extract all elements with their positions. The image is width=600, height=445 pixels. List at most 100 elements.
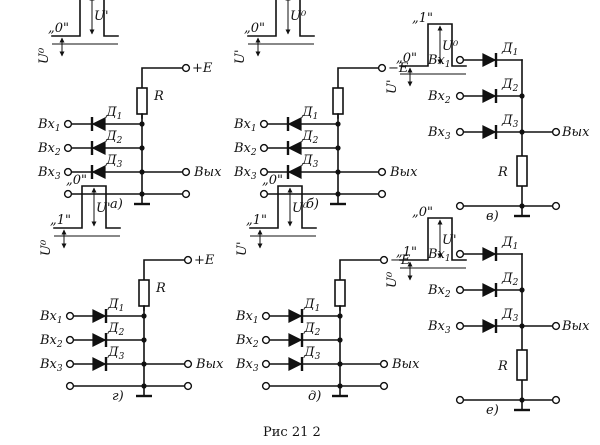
pulse-base-label: U'	[233, 49, 248, 64]
pulse-waveform	[51, 0, 119, 37]
diode-3	[288, 357, 304, 371]
circuit-caption: д)	[308, 389, 321, 404]
output-label: Вых	[193, 165, 222, 180]
diode-3	[92, 357, 108, 371]
diode-triangle	[482, 283, 497, 297]
input-terminal	[259, 119, 269, 129]
pulse-amplitude-label: U'	[442, 233, 457, 248]
input-terminal	[455, 321, 465, 331]
input-terminal	[65, 311, 75, 321]
pulse-base-label: U'	[235, 241, 250, 256]
input-label-3: Вх3	[427, 319, 451, 336]
diode-3	[482, 319, 498, 333]
input-terminal	[65, 359, 75, 369]
input-label-2: Вх2	[427, 283, 451, 300]
input-label-1: Вх1	[235, 309, 259, 326]
output-label: Вых	[561, 319, 590, 334]
circuit-caption: а)	[110, 197, 123, 212]
pulse-bottom-label: „1"	[50, 213, 71, 228]
resistor-label: R	[497, 359, 508, 374]
ground-terminal	[261, 381, 271, 391]
diode-triangle	[288, 309, 303, 323]
ground-terminal	[65, 381, 75, 391]
pulse-bottom-label: „1"	[396, 245, 417, 260]
diode-2	[288, 333, 304, 347]
input-label-3: Вх3	[235, 357, 259, 374]
input-label-2: Вх2	[39, 333, 63, 350]
diode-label-2: Д2	[501, 77, 519, 94]
output-terminal	[181, 167, 191, 177]
ground-terminal	[379, 381, 389, 391]
input-label-3: Вх3	[427, 125, 451, 142]
diode-label-2: Д2	[105, 129, 123, 146]
diode-label-1: Д1	[501, 235, 518, 252]
pulse-waveform	[249, 185, 317, 229]
diode-label-1: Д1	[501, 41, 518, 58]
resistor	[516, 155, 528, 187]
pulse-top-label: „0"	[262, 173, 283, 188]
diode-triangle	[482, 247, 497, 261]
pulse-bottom-label: „0"	[244, 21, 265, 36]
supply-label: +E	[194, 253, 215, 268]
pulse-waveform	[53, 185, 121, 229]
input-terminal	[259, 143, 269, 153]
input-terminal	[65, 335, 75, 345]
pulse-diagram: „0"„1"U⁰U'	[235, 173, 317, 256]
supply-terminal	[183, 255, 193, 265]
resistor	[516, 349, 528, 381]
ground-terminal	[455, 395, 465, 405]
pulse-top-label: „1"	[412, 11, 433, 26]
diode-2	[286, 141, 302, 155]
input-label-2: Вх2	[37, 141, 61, 158]
junction-dot	[141, 313, 147, 319]
pulse-amplitude-label: U⁰	[292, 201, 309, 216]
diode-triangle	[482, 53, 497, 67]
diode-triangle	[482, 125, 497, 139]
diode-label-3: Д3	[105, 153, 123, 170]
diode-triangle	[92, 309, 107, 323]
pulse-waveform	[247, 0, 315, 37]
ground-terminal	[183, 381, 193, 391]
diode-3	[286, 165, 302, 179]
diode-label-1: Д1	[303, 297, 320, 314]
ground-terminal	[551, 201, 561, 211]
input-label-1: Вх1	[427, 247, 451, 264]
output-label: Вых	[391, 357, 420, 372]
ground-terminal	[377, 189, 387, 199]
pulse-base-label: U'	[385, 79, 400, 94]
diode-1	[482, 53, 498, 67]
input-label-1: Вх1	[233, 117, 257, 134]
input-terminal	[261, 335, 271, 345]
junction-dot	[139, 121, 145, 127]
input-label-3: Вх3	[39, 357, 63, 374]
output-terminal	[379, 359, 389, 369]
input-label-1: Вх1	[39, 309, 63, 326]
diode-3	[90, 165, 106, 179]
diode-1	[92, 309, 108, 323]
input-label-3: Вх3	[37, 165, 61, 182]
pulse-top-label: „0"	[412, 205, 433, 220]
pulse-base-label: U⁰	[37, 47, 52, 64]
diode-triangle	[91, 117, 106, 131]
pulse-base-label: U⁰	[385, 271, 400, 288]
pulse-waveform	[399, 23, 467, 67]
figure-caption: Рис 21 2	[263, 425, 321, 440]
pulse-diagram: „1"„0"U⁰U'	[385, 11, 467, 94]
circuit-caption: б)	[306, 197, 319, 212]
pulse-amplitude-label: U'	[96, 201, 111, 216]
diode-2	[482, 283, 498, 297]
pulse-diagram: „1"„0"U⁰U'	[233, 0, 315, 64]
input-terminal	[261, 359, 271, 369]
input-label-1: Вх1	[37, 117, 61, 134]
diode-3	[482, 125, 498, 139]
diode-triangle	[288, 333, 303, 347]
input-label-1: Вх1	[427, 53, 451, 70]
supply-terminal	[377, 63, 387, 73]
pulse-amplitude-label: U⁰	[442, 39, 459, 54]
input-label-2: Вх2	[235, 333, 259, 350]
resistor	[332, 87, 344, 115]
